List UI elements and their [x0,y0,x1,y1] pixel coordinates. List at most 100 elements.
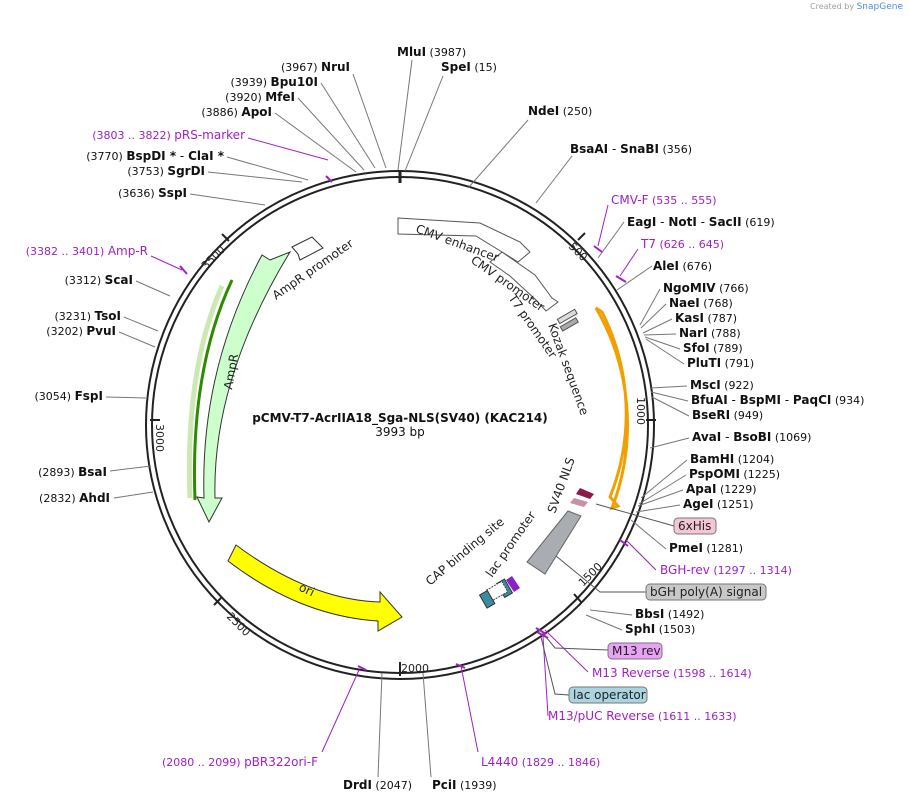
feature-box-label: 6xHis [678,519,711,533]
kozak-box [559,317,579,332]
enzyme-labels: MluI (3987)SpeI (15)NdeI (250)BsaAI - Sn… [35,45,865,792]
enzyme-label: NgoMIV (766) [663,281,749,295]
tick-label-3500: 3500 [199,243,228,272]
snapgene-credit: Created by SnapGene [810,2,903,12]
plasmid-name: pCMV-T7-AcrIIA18_Sga-NLS(SV40) (KAC214) [252,411,548,426]
primer-label: M13 Reverse (1598 .. 1614) [592,666,752,680]
enzyme-label: ApaI (1229) [686,482,757,496]
enzyme-label: NdeI (250) [528,104,592,118]
ampr-promoter-arrow [291,236,324,261]
enzyme-leader-line [649,437,690,449]
primer-site-mark [536,631,549,639]
cap-binding-site-feature [478,589,496,609]
primer-leader-line [460,665,479,753]
enzyme-leader-line [616,265,653,291]
enzyme-leader-line [226,156,309,181]
enzyme-leader-line [651,396,690,417]
tick-label-2500: 2500 [224,610,253,639]
enzyme-leader-line [109,465,152,472]
enzyme-label: (3636) SspI [118,186,187,200]
primer-leader-line [597,204,609,247]
primer-site-mark [455,663,466,669]
enzyme-leader-line [650,391,689,402]
enzyme-label: SfoI (789) [683,341,743,355]
primer-leader-line [544,629,589,673]
enzyme-label: (3939) Bpu10I [230,75,318,89]
primer-label: BGH-rev (1297 .. 1314) [660,563,792,577]
cmv-enhancer-arrow [397,217,531,263]
enzyme-label: NaeI (768) [669,296,733,310]
enzyme-leader-line [585,614,623,631]
enzyme-leader-line [404,75,444,172]
primer-site-mark [615,275,627,283]
feature-leader-line [541,631,609,651]
enzyme-leader-line [637,489,684,507]
primer-label: (3803 .. 3822) pRS-marker [92,128,245,142]
enzyme-leader-line [297,97,365,171]
enzyme-leader-line [377,672,383,778]
feature-leader-line [595,503,675,527]
6xhis-feature [570,498,588,507]
enzyme-label: (3054) FspI [35,389,103,403]
enzyme-leader-line [189,193,266,206]
enzyme-label: (3770) BspDI * - ClaI * [86,149,224,163]
primer-label: T7 (626 .. 645) [640,237,724,251]
enzyme-leader-line [639,288,661,326]
primer-labels: CMV-F (535 .. 555)T7 (626 .. 645)BGH-rev… [26,128,792,769]
primer-marks [179,175,629,671]
bgh-polya-feature [526,510,582,575]
m13-rev-feature [506,576,520,592]
enzyme-label: PciI (1939) [432,778,497,792]
tick-label-1000: 1000 [634,397,647,425]
label-ori: ori [297,580,317,599]
tick-label-2000: 2000 [401,662,429,675]
feature-leader-line [540,636,570,696]
enzyme-label: BseRI (949) [692,408,763,422]
tick-marks [150,232,656,676]
enzyme-label: DrdI (2047) [343,778,412,792]
enzyme-leader-line [123,316,159,332]
enzyme-label: BbsI (1492) [635,607,704,621]
enzyme-label: (3886) ApoI [201,105,272,119]
enzyme-leader-line [638,474,687,505]
enzyme-leader-line [643,333,677,336]
enzyme-leader-line [118,331,156,348]
credit-prefix: Created by [810,2,855,11]
feature-box-label: lac operator [573,688,646,702]
primer-site-mark [619,539,629,547]
enzyme-leader-line [650,385,688,389]
primer-site-mark [593,245,603,253]
ampr-backbone-halo [186,284,225,499]
enzyme-leader-line [320,82,376,169]
enzyme-label: (3312) ScaI [65,273,133,287]
enzyme-leader-line [422,672,432,778]
primer-leader-line [247,137,329,161]
ampr-arrow [196,250,292,524]
enzyme-label: (3202) PvuI [46,324,116,338]
enzyme-label: BfuAI - BspMI - PaqCI (934) [691,393,864,407]
plasmid-size: 3993 bp [375,425,425,439]
primer-site-mark [357,665,367,671]
enzyme-label: PmeI (1281) [669,541,743,555]
cds-orange-arc [594,306,629,511]
enzyme-leader-line [630,519,667,550]
snapgene-logo: SnapGene [856,2,903,12]
cmv-promoter-arrow [489,251,559,312]
feature-box [568,686,648,704]
enzyme-label: (3967) NruI [281,60,350,74]
enzyme-label: (3753) SgrDI [127,164,205,178]
label-kozak: Kozak sequence [545,321,591,417]
leader-lines [105,59,690,778]
enzyme-label: AleI (676) [653,259,712,273]
enzyme-label: EagI - NotI - SacII (619) [627,215,775,229]
enzyme-leader-line [397,59,413,171]
enzyme-label: AgeI (1251) [683,497,754,511]
enzyme-label: KasI (787) [675,311,737,325]
enzyme-leader-line [274,112,357,173]
enzyme-label: AvaI - BsoBI (1069) [692,430,811,444]
primer-leader-line [625,539,657,571]
primer-label: (2080 .. 2099) pBR322ori-F [162,755,318,769]
enzyme-leader-line [113,491,154,499]
